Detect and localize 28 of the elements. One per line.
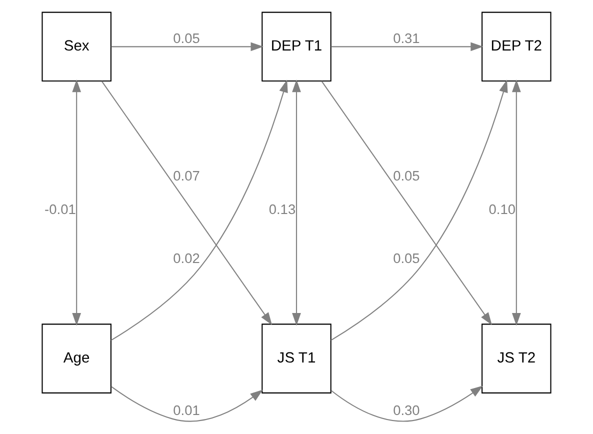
arrow	[321, 80, 492, 326]
arrow	[111, 42, 264, 52]
node-box: JS T2	[482, 324, 552, 394]
arrow	[330, 80, 508, 341]
arrow	[331, 386, 484, 422]
arrow	[72, 79, 82, 326]
edge-label: 0.07	[173, 168, 200, 184]
edge-label: -0.01	[44, 202, 76, 218]
node-box: DEP T1	[262, 12, 332, 82]
edge-label: 0.13	[268, 202, 296, 218]
arrow	[110, 80, 288, 341]
arrow	[110, 386, 263, 422]
edge-label: 0.05	[393, 168, 420, 184]
arrow	[292, 79, 301, 326]
edge-label: 0.31	[393, 30, 420, 46]
node-box: DEP T2	[482, 12, 552, 82]
node-box: JS T1	[262, 324, 332, 394]
edge-label: 0.05	[173, 30, 200, 46]
edge-label: 0.02	[173, 250, 200, 266]
edge-label: 0.10	[488, 202, 516, 218]
arrow	[512, 79, 521, 326]
arrow	[101, 80, 272, 326]
arrow	[331, 42, 484, 52]
node-box: Sex	[42, 12, 112, 82]
edge-label: 0.30	[393, 403, 420, 418]
edge-label: 0.01	[173, 403, 200, 418]
edge-label: 0.05	[393, 250, 420, 266]
node-box: Age	[42, 324, 112, 394]
